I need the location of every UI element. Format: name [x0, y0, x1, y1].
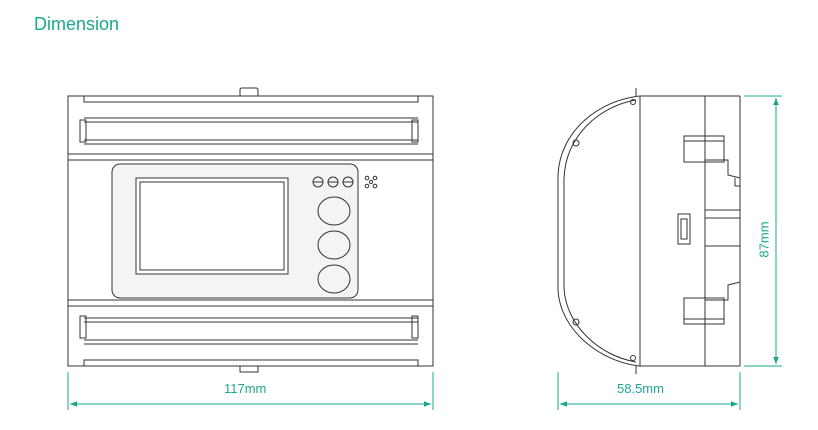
side-latch — [677, 213, 691, 245]
lcd-screen — [135, 177, 289, 275]
front-top-tab — [239, 87, 259, 96]
side-screw-top-front — [572, 139, 580, 147]
width-dimension — [67, 372, 434, 410]
depth-dimension — [557, 372, 741, 410]
front-view — [67, 87, 434, 373]
side-screw-top — [630, 99, 636, 105]
front-top-terminal — [67, 95, 434, 155]
height-dimension — [744, 95, 782, 367]
width-label: 117mm — [224, 381, 267, 396]
side-screw-bottom — [630, 355, 636, 361]
height-label: 87mm — [756, 221, 772, 258]
side-curved-front — [557, 95, 641, 367]
side-screw-bottom-front — [572, 318, 580, 326]
front-button-3 — [317, 264, 351, 294]
front-button-1 — [317, 196, 351, 226]
side-bottom-clip — [683, 297, 725, 325]
side-top-clip — [683, 135, 725, 163]
section-title: Dimension — [34, 14, 120, 34]
front-bottom-tab — [239, 366, 259, 373]
depth-label: 58.5mm — [617, 381, 664, 396]
front-button-2 — [317, 230, 351, 260]
comm-icon — [364, 175, 378, 189]
side-view — [557, 88, 741, 374]
front-bottom-terminal — [67, 305, 434, 367]
